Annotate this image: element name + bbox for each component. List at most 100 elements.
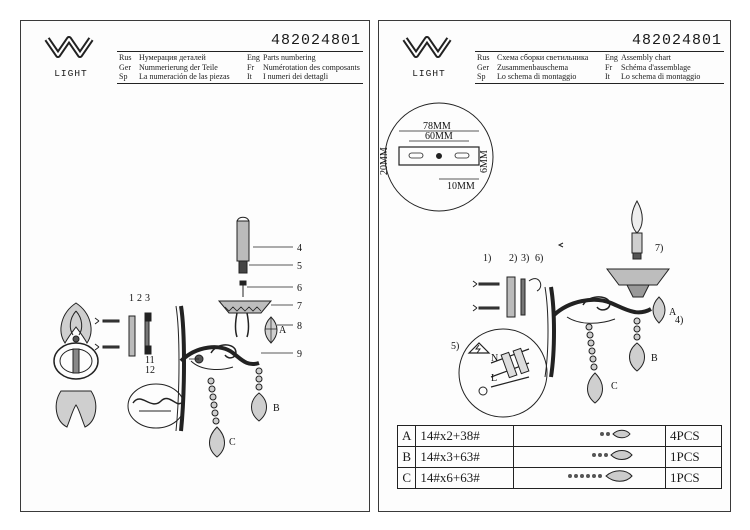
legend-text: Lo schema di montaggio (497, 72, 577, 81)
wall-plate-front (53, 302, 99, 428)
callout-6: 6 (297, 283, 302, 294)
legend-lang: Eng (605, 53, 618, 62)
left-header: LIGHT 482024801 Rus Нумерация деталей En… (21, 21, 369, 91)
callout-12: 12 (145, 365, 155, 376)
brand-logo: LIGHT (43, 33, 99, 79)
crystal-chain-icon (592, 450, 634, 460)
callout-2: 2 (137, 293, 142, 304)
table-row: B 14#x3+63# 1PCS (396, 446, 722, 468)
legend-lang: Fr (247, 62, 255, 72)
candle-bulb (631, 199, 643, 260)
legend-lang: Sp (119, 72, 128, 81)
legend-text: Zusammenbauschema (497, 62, 569, 72)
spec-letter: B (396, 446, 417, 468)
callout-a: A (279, 325, 287, 336)
legend-row: Sp La numeración de las piezas It I nume… (119, 72, 369, 82)
legend-text: La numeración de las piezas (139, 72, 230, 81)
legend-lang: Eng (247, 53, 260, 62)
left-page: LIGHT 482024801 Rus Нумерация деталей En… (20, 20, 370, 512)
table-row: A 14#x2+38# 4PCS (396, 425, 722, 447)
crystal-a (652, 296, 666, 324)
legend-lang: It (247, 72, 252, 81)
language-legend: Rus Схема сборки светильника Eng Assembl… (477, 53, 727, 82)
article-code: 482024801 (631, 32, 722, 49)
candle-socket (236, 216, 250, 297)
right-header: LIGHT 482024801 Rus Схема сборки светиль… (379, 21, 730, 91)
logo-text: LIGHT (412, 68, 446, 79)
wire-detail (127, 383, 185, 429)
legend-text: I numeri dei dettagli (263, 72, 329, 81)
crystal-strands (585, 317, 645, 404)
brand-logo: LIGHT (401, 33, 457, 79)
legend-lang: Rus (477, 53, 490, 62)
spec-illustration (513, 467, 666, 489)
mw-logo-icon (44, 36, 94, 58)
mounting-bar-detail (384, 102, 494, 212)
dim-78mm: 78MM (423, 121, 451, 132)
screw-plug-set (94, 312, 152, 357)
header-rule (475, 83, 724, 84)
legend-text: Нумерация деталей (139, 53, 206, 62)
mw-logo-icon (402, 36, 452, 58)
header-rule (117, 51, 363, 52)
step-5: 5) (451, 341, 459, 352)
logo-text: LIGHT (54, 68, 88, 79)
parts-drawing: 1 2 3 4 5 6 7 8 9 11 12 A B C (53, 216, 302, 458)
step-3: 3) (521, 253, 529, 264)
crystal-strands (207, 367, 267, 458)
wall-plate-side (175, 305, 186, 432)
legend-text: Schéma d'assemblage (621, 62, 691, 72)
spec-letter: A (396, 425, 417, 447)
wiring-detail (458, 328, 548, 418)
step-1: 1) (483, 253, 491, 264)
header-rule (117, 83, 363, 84)
callout-8: 8 (297, 321, 302, 332)
legend-lang: Sp (477, 72, 486, 81)
crystal-chain-icon (600, 429, 632, 439)
callout-c: C (229, 437, 236, 448)
callout-b: B (651, 353, 658, 364)
legend-row: Rus Схема сборки светильника Eng Assembl… (477, 53, 727, 63)
spec-formula: 14#x6+63# (415, 467, 515, 489)
right-page: LIGHT 482024801 Rus Схема сборки светиль… (378, 20, 731, 512)
callout-4: 4 (297, 243, 302, 254)
header-rule (475, 51, 724, 52)
table-row: C 14#x6+63# 1PCS (396, 467, 722, 489)
dim-20mm: 20MM (379, 147, 390, 175)
callout-5: 5 (297, 261, 302, 272)
legend-row: Rus Нумерация деталей Eng Parts numberin… (119, 53, 369, 63)
language-legend: Rus Нумерация деталей Eng Parts numberin… (119, 53, 369, 82)
legend-row: Ger Zusammenbauschema Fr Schéma d'assemb… (477, 63, 727, 73)
wall-plate-side (544, 286, 556, 378)
crystal-chain-icon (568, 470, 634, 482)
legend-row: Ger Nummerierung der Teile Fr Numérotati… (119, 63, 369, 73)
spec-qty: 4PCS (665, 425, 722, 447)
callout-1: 1 (129, 293, 134, 304)
lamp-arm (179, 300, 273, 370)
lamp-cup (606, 268, 670, 298)
wire-n-label: N (491, 353, 498, 364)
spec-formula: 14#x2+38# (415, 425, 515, 447)
spec-qty: 1PCS (665, 467, 722, 489)
legend-lang: It (605, 72, 610, 81)
legend-text: Схема сборки светильника (497, 53, 589, 62)
article-code: 482024801 (270, 32, 361, 49)
step-2: 2) (509, 253, 517, 264)
spec-illustration (513, 425, 666, 447)
step-7: 7) (655, 243, 663, 254)
dim-6mm: 6MM (479, 150, 490, 173)
callout-11: 11 (145, 355, 155, 366)
callout-9: 9 (297, 349, 302, 360)
spec-illustration (513, 446, 666, 468)
callout-a: A (669, 307, 677, 318)
lamp-arm (552, 296, 652, 324)
legend-text: Lo schema di montaggio (621, 72, 701, 81)
step-6: 6) (535, 253, 543, 264)
dim-60mm: 60MM (425, 131, 453, 142)
legend-lang: Ger (477, 62, 489, 72)
callout-c: C (611, 381, 618, 392)
crystal-spec-table: A 14#x2+38# 4PCS B 14#x3+63# 1PCS (396, 425, 722, 489)
screw-plug-set (472, 242, 564, 318)
leader-lines (189, 246, 293, 360)
legend-row: Sp Lo schema di montaggio It Lo schema d… (477, 72, 727, 82)
